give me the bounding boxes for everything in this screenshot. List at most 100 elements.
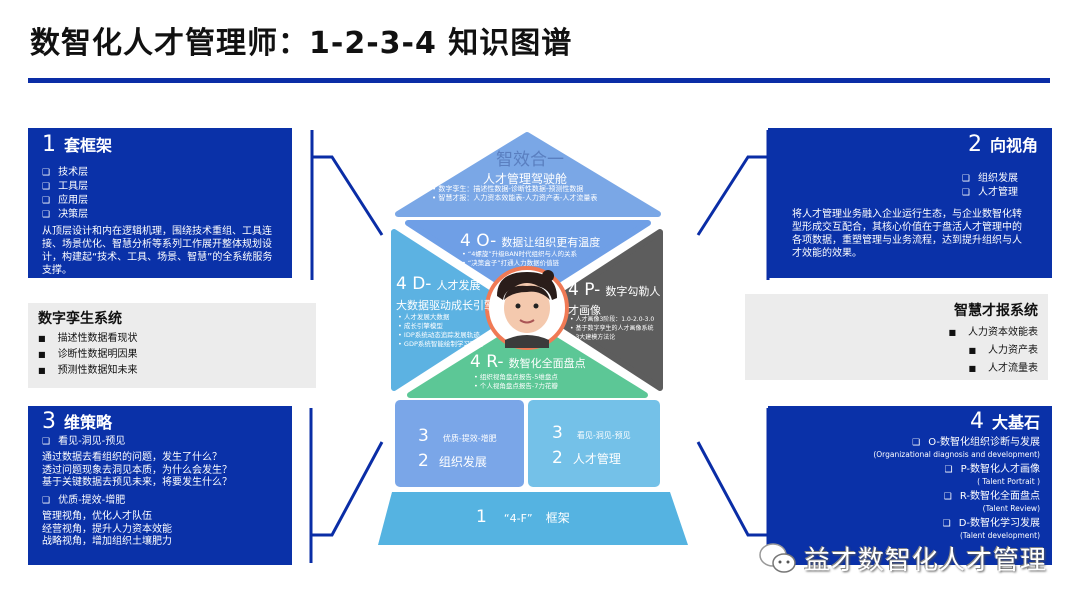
block-title: 组织发展 <box>438 455 487 469</box>
foundation-item-en: (Organizational diagnosis and developmen… <box>873 450 1040 459</box>
connector-bottom-left <box>309 408 384 563</box>
box-number: 1 <box>42 132 56 157</box>
box-foundation: 4 大基石 O-数智化组织诊断与发展 (Organizational diagno… <box>768 406 1052 565</box>
list-item: 诊断性数据明因果 <box>38 347 306 363</box>
left-block: 3 优质-提效-增肥 2 组织发展 <box>418 425 497 473</box>
text-line: 管理视角，优化人才队伍 <box>42 511 152 522</box>
list-item: 个人视角盘点报告-7力花瓣 <box>474 382 558 391</box>
group-label: 看见-洞见-预见 <box>42 436 278 449</box>
wechat-watermark: 益才数智化人才管理 <box>758 540 1047 577</box>
list-item: GDP系统智能绘制学习路程 <box>398 340 483 349</box>
list-item: 描述性数据看现状 <box>38 331 306 347</box>
block-number: 2 <box>552 448 563 468</box>
list-item: 人力资产表 <box>755 342 1038 360</box>
left-block-shape <box>395 400 524 487</box>
smart-report-panel: 智慧才报系统 人力资本效能表 人力资产表 人才流量表 <box>745 294 1048 380</box>
text-line: 通过数据去看组织的问题，发生了什么？ <box>42 452 222 463</box>
o-heading: 4 O- 数据让组织更有温度 <box>460 231 600 251</box>
wechat-icon <box>759 542 796 573</box>
box-number: 2 <box>967 132 982 157</box>
d-head: 4 D- <box>396 274 432 294</box>
text-line: 基于关键数据去预见未来，将要发生什么？ <box>42 477 232 488</box>
r-segment <box>407 319 648 398</box>
connector-top-left <box>310 130 384 280</box>
box-title: 套框架 <box>64 136 113 155</box>
roof-title: 智效合一 <box>496 150 564 170</box>
list-item: 人才流量表 <box>755 360 1038 378</box>
r-heading: 4 R- 数智化全面盘点 <box>470 352 586 372</box>
list-item: 应用层 <box>42 194 278 208</box>
box-framework: 1 套框架 技术层 工具层 应用层 决策层 从顶层设计和内在逻辑机理，围绕技术重组… <box>28 128 292 278</box>
foundation-item-en: (Talent Review) <box>982 504 1040 513</box>
list-item: 决策层 <box>42 208 278 222</box>
box-number: 3 <box>42 409 56 434</box>
p-segment <box>537 229 663 391</box>
list-item: 人力资本效能表 <box>755 324 1038 342</box>
d-title-2: 大数据驱动成长引擎 <box>396 299 495 312</box>
foundation-item: R-数智化全面盘点 <box>782 491 1040 503</box>
list-item: 工具层 <box>42 180 278 194</box>
list-item: 数字孪生：描述性数据-诊断性数据-预测性数据 <box>432 185 597 194</box>
box-strategy: 3 维策略 看见-洞见-预见 通过数据去看组织的问题，发生了什么？ 透过问题现象去… <box>28 406 292 565</box>
box-description: 从顶层设计和内在逻辑机理，围绕技术重组、工具连接、场景优化、智慧分析等系列工作展… <box>42 226 273 276</box>
list-item: 人才画像3阶段：1.0-2.0-3.0 <box>570 315 654 324</box>
avatar-icon <box>497 270 557 348</box>
o-title: 数据让组织更有温度 <box>501 236 601 249</box>
d-segment <box>391 229 518 391</box>
list-item: “决策盒子”打通人力数据价值链 <box>462 259 577 268</box>
list-item: 技术层 <box>42 166 278 180</box>
base-label: 1 “4-F” 框架 <box>476 507 570 527</box>
foundation-item: O-数智化组织诊断与发展 <box>782 437 1040 449</box>
p-head: 4 P- <box>568 280 601 300</box>
block-title: 人才管理 <box>572 452 621 466</box>
foundation-item: D-数智化学习发展 <box>782 518 1040 530</box>
d-heading: 4 D- 人才发展 <box>396 274 481 294</box>
list-item: 成长引擎模型 <box>398 322 483 331</box>
list-item: 智慧才报：人力资本效能表-人力资产表-人才流量表 <box>432 194 597 203</box>
page-title: 数智化人才管理师：1-2-3-4 知识图谱 <box>30 26 573 61</box>
base-shape <box>378 492 688 545</box>
list-item: 人才发展大数据 <box>398 313 483 322</box>
foundation-item-en: ( Talent Portrait ) <box>977 477 1040 486</box>
foundation-item-en: (Talent development) <box>959 531 1040 540</box>
roof-subtitle: 人才管理驾驶舱 <box>483 172 568 186</box>
box-title: 维策略 <box>64 413 113 432</box>
roof-bullets: 数字孪生：描述性数据-诊断性数据-预测性数据 智慧才报：人力资本效能表-人力资产… <box>432 185 597 203</box>
base-title: 框架 <box>545 511 570 525</box>
list-item: IDP系统动态追踪发展轨迹 <box>398 331 483 340</box>
list-item: 3大建模方法论 <box>570 333 654 342</box>
list-item: “4螺旋”升级BAN时代组织与人的关系 <box>462 250 577 259</box>
block-number: 3 <box>552 423 563 443</box>
d-bullets: 人才发展大数据 成长引擎模型 IDP系统动态追踪发展轨迹 GDP系统智能绘制学习… <box>398 313 483 349</box>
title-divider <box>28 78 1050 83</box>
panel-title: 智慧才报系统 <box>954 303 1038 319</box>
block-number: 2 <box>418 451 429 471</box>
block-number: 3 <box>418 426 429 446</box>
text-line: 战略视角，增加组织土壤肥力 <box>42 536 172 547</box>
p-heading: 4 P- 数字勾勒人 <box>568 280 660 300</box>
box-description: 将人才管理业务融入企业运行生态，与企业数智化转型形成交互配合，其核心价值在于盘活… <box>792 209 1022 259</box>
base-tag: “4-F” <box>503 512 533 525</box>
box-title: 向视角 <box>989 136 1038 155</box>
right-block-shape <box>528 400 660 487</box>
r-bullets: 组织视角盘点报告-5维盘点 个人视角盘点报告-7力花瓣 <box>474 373 558 391</box>
list-item: 组织发展 <box>962 172 1018 186</box>
block-subtitle: 优质-提效-增肥 <box>442 434 497 443</box>
d-title: 人才发展 <box>436 279 481 292</box>
list-item: 组织视角盘点报告-5维盘点 <box>474 373 558 382</box>
group-label: 优质-提效-增肥 <box>42 495 278 508</box>
p-title: 数字勾勒人 <box>605 285 661 298</box>
base-number: 1 <box>476 507 487 527</box>
box-title: 大基石 <box>991 413 1040 432</box>
o-head: 4 O- <box>460 231 497 251</box>
box-number: 4 <box>969 409 984 434</box>
o-bullets: “4螺旋”升级BAN时代组织与人的关系 “决策盒子”打通人力数据价值链 <box>462 250 577 268</box>
p-title-2: 才画像 <box>568 304 601 317</box>
list-item: 预测性数据知未来 <box>38 363 306 379</box>
r-title: 数智化全面盘点 <box>508 357 586 370</box>
text-line: 透过问题现象去洞见本质，为什么会发生？ <box>42 464 232 476</box>
digital-twin-panel: 数字孪生系统 描述性数据看现状 诊断性数据明因果 预测性数据知未来 <box>28 303 316 388</box>
p-bullets: 人才画像3阶段：1.0-2.0-3.0 基于数字孪生的人才画像系统 3大建模方法… <box>570 315 654 342</box>
